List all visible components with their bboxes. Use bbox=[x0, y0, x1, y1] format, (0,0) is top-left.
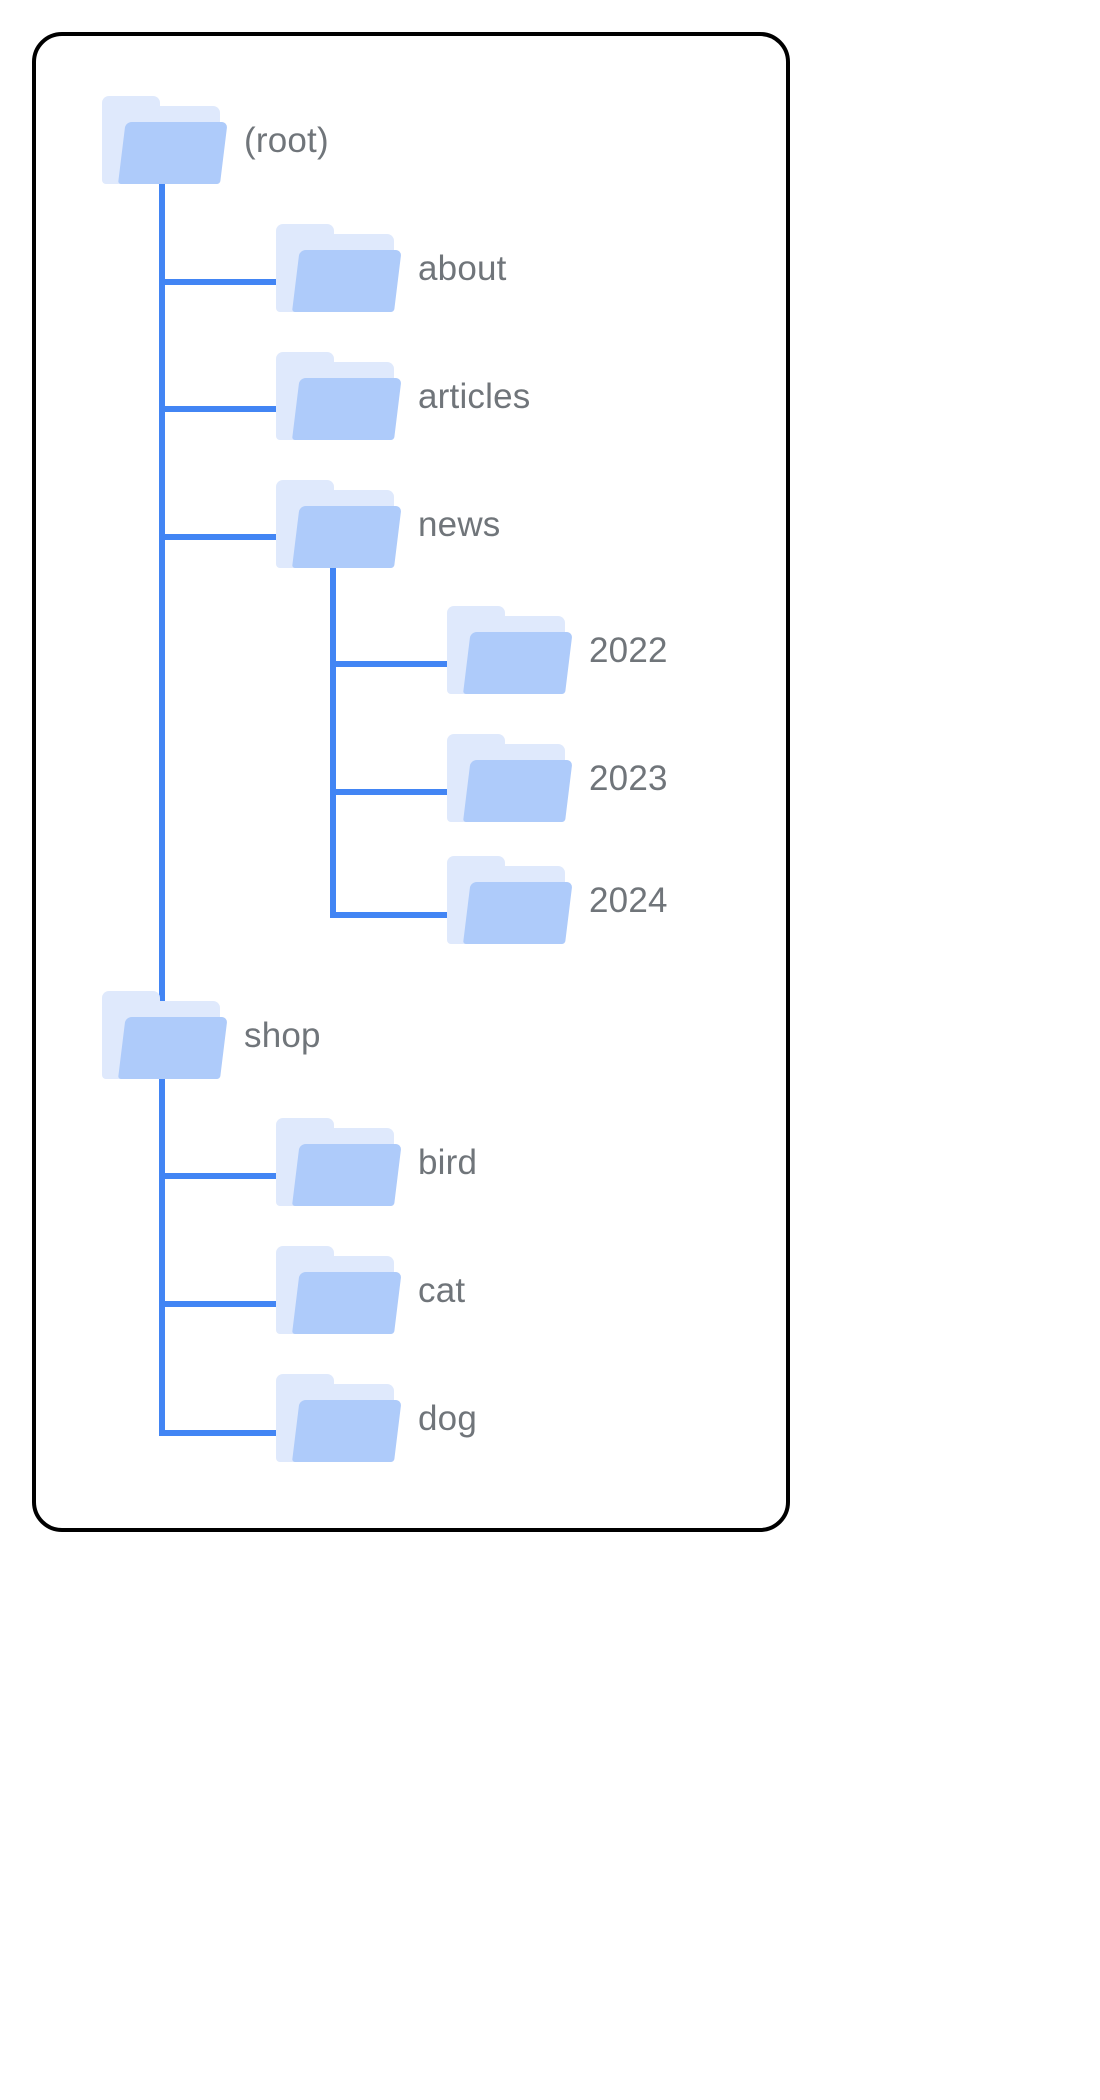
folder-tree: (root) about articles n bbox=[36, 36, 794, 1536]
folder-icon bbox=[447, 856, 573, 944]
connector-shop-cat bbox=[159, 1301, 284, 1307]
diagram-card: (root) about articles n bbox=[32, 32, 790, 1532]
folder-icon bbox=[102, 991, 228, 1079]
tree-node-label: (root) bbox=[244, 120, 329, 160]
connector-root-about bbox=[159, 279, 284, 285]
folder-icon bbox=[276, 1118, 402, 1206]
tree-node-bird[interactable]: bird bbox=[276, 1118, 477, 1206]
tree-node-2022[interactable]: 2022 bbox=[447, 606, 668, 694]
tree-node-about[interactable]: about bbox=[276, 224, 507, 312]
folder-icon bbox=[102, 96, 228, 184]
folder-icon bbox=[447, 734, 573, 822]
folder-icon bbox=[276, 1374, 402, 1462]
connector-news-2023 bbox=[330, 789, 455, 795]
connector-root-spine bbox=[159, 184, 165, 1436]
tree-node-label: 2023 bbox=[589, 758, 668, 798]
tree-node-articles[interactable]: articles bbox=[276, 352, 530, 440]
tree-node-label: 2024 bbox=[589, 880, 668, 920]
tree-node-root[interactable]: (root) bbox=[102, 96, 329, 184]
folder-icon bbox=[276, 224, 402, 312]
tree-node-label: bird bbox=[418, 1142, 478, 1182]
tree-node-shop[interactable]: shop bbox=[102, 991, 321, 1079]
tree-node-label: cat bbox=[418, 1270, 466, 1310]
tree-node-dog[interactable]: dog bbox=[276, 1374, 477, 1462]
tree-node-label: 2022 bbox=[589, 630, 668, 670]
connector-shop-bird bbox=[159, 1173, 284, 1179]
tree-node-news[interactable]: news bbox=[276, 480, 501, 568]
connector-shop-dog bbox=[159, 1430, 284, 1436]
connector-news-2022 bbox=[330, 661, 455, 667]
folder-icon bbox=[276, 480, 402, 568]
folder-icon bbox=[447, 606, 573, 694]
connector-news-spine bbox=[330, 566, 336, 918]
connector-root-news bbox=[159, 534, 284, 540]
folder-icon bbox=[276, 1246, 402, 1334]
tree-node-cat[interactable]: cat bbox=[276, 1246, 465, 1334]
folder-icon bbox=[276, 352, 402, 440]
tree-node-2023[interactable]: 2023 bbox=[447, 734, 668, 822]
tree-node-label: news bbox=[418, 504, 501, 544]
tree-node-label: shop bbox=[244, 1015, 321, 1055]
tree-node-2024[interactable]: 2024 bbox=[447, 856, 668, 944]
tree-node-label: articles bbox=[418, 376, 531, 416]
tree-node-label: dog bbox=[418, 1398, 477, 1438]
tree-node-label: about bbox=[418, 248, 507, 288]
connector-root-articles bbox=[159, 406, 284, 412]
connector-news-2024 bbox=[330, 912, 455, 918]
